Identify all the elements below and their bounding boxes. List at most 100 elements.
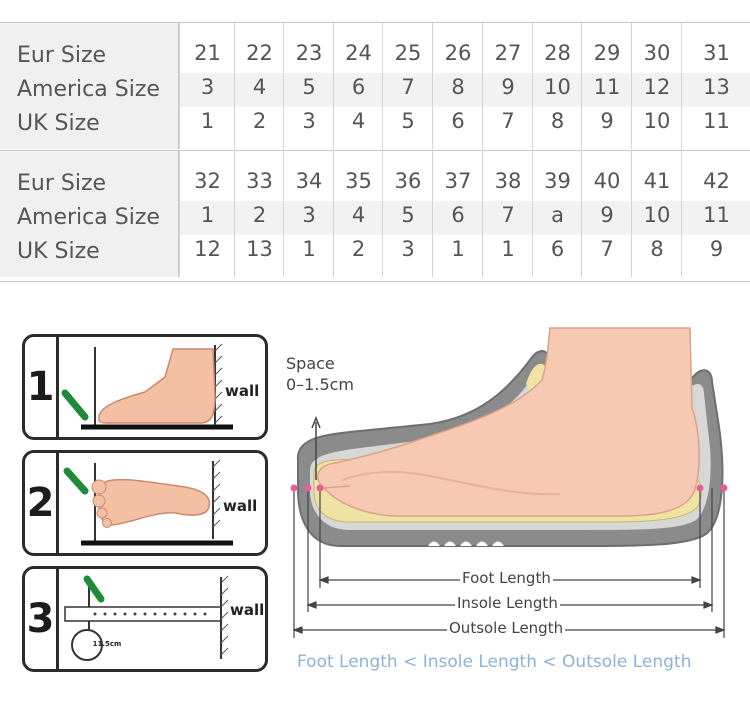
eur-size-cell: 22 bbox=[246, 41, 273, 65]
wall-label: wall bbox=[230, 601, 265, 619]
america-size-cell: 2 bbox=[252, 203, 267, 227]
eur-size-cell: 27 bbox=[494, 41, 522, 65]
uk-size-cell: 9 bbox=[600, 109, 614, 133]
outsole-length-label: Outsole Length bbox=[447, 619, 566, 637]
uk-size-cell: 1 bbox=[200, 109, 215, 133]
shoe-cross-section-diagram bbox=[290, 327, 728, 638]
size-column: 36 5 3 bbox=[382, 151, 433, 277]
eur-size-cell: 41 bbox=[643, 169, 671, 193]
size-column: 24 6 4 bbox=[333, 23, 383, 149]
america-size-cell: 7 bbox=[401, 75, 415, 99]
row-label-column: Eur Size America Size UK Size bbox=[0, 23, 179, 149]
foot-side-illustration bbox=[61, 343, 233, 430]
america-size-cell: 6 bbox=[351, 75, 366, 99]
america-size-cell: 5 bbox=[401, 203, 415, 227]
uk-size-cell: 11 bbox=[703, 109, 730, 133]
row-stripe bbox=[179, 73, 750, 107]
step-number: 2 bbox=[25, 453, 59, 553]
uk-size-label: UK Size bbox=[17, 111, 100, 136]
eur-size-cell: 32 bbox=[194, 169, 221, 193]
measure-step-3: 3 wall 11.5cm bbox=[22, 566, 268, 672]
eur-size-label: Eur Size bbox=[17, 43, 107, 68]
eur-size-cell: 23 bbox=[295, 41, 323, 65]
america-size-cell: 6 bbox=[451, 203, 465, 227]
size-column: 26 8 6 bbox=[432, 23, 483, 149]
eur-size-cell: 28 bbox=[544, 41, 571, 65]
size-column: 21 3 1 bbox=[179, 23, 235, 149]
uk-size-cell: 6 bbox=[451, 109, 465, 133]
ruler-illustration bbox=[64, 575, 229, 661]
wall-label: wall bbox=[223, 497, 258, 515]
america-size-cell: 4 bbox=[252, 75, 267, 99]
foot-length-label: Foot Length bbox=[460, 569, 553, 587]
space-range-label: 0–1.5cm bbox=[286, 375, 355, 394]
size-column: 28 10 8 bbox=[532, 23, 582, 149]
america-size-cell: 3 bbox=[200, 75, 215, 99]
eur-size-cell: 38 bbox=[494, 169, 522, 193]
uk-size-label: UK Size bbox=[17, 239, 100, 264]
uk-size-cell: 8 bbox=[650, 237, 664, 261]
america-size-cell: 11 bbox=[703, 203, 730, 227]
eur-size-cell: 36 bbox=[394, 169, 422, 193]
size-column: 29 11 9 bbox=[581, 23, 632, 149]
america-size-cell: 1 bbox=[200, 203, 215, 227]
uk-size-cell: 2 bbox=[351, 237, 366, 261]
uk-size-cell: 1 bbox=[302, 237, 316, 261]
eur-size-cell: 25 bbox=[394, 41, 422, 65]
uk-size-cell: 7 bbox=[600, 237, 614, 261]
america-size-cell: 7 bbox=[501, 203, 515, 227]
eur-size-cell: 21 bbox=[194, 41, 221, 65]
row-label-column: Eur Size America Size UK Size bbox=[0, 151, 179, 277]
measure-step-1: 1 wall bbox=[22, 334, 268, 440]
america-size-cell: 13 bbox=[703, 75, 730, 99]
size-column: 22 4 2 bbox=[234, 23, 284, 149]
wall-label: wall bbox=[225, 382, 260, 400]
eur-size-cell: 29 bbox=[593, 41, 621, 65]
uk-size-cell: 3 bbox=[401, 237, 415, 261]
size-column: 42 11 9 bbox=[681, 151, 750, 277]
uk-size-cell: 13 bbox=[246, 237, 273, 261]
eur-size-cell: 26 bbox=[444, 41, 472, 65]
insole-length-label: Insole Length bbox=[455, 594, 560, 612]
foot-top-illustration bbox=[63, 459, 233, 546]
america-size-label: America Size bbox=[17, 77, 160, 102]
step-number: 1 bbox=[25, 337, 59, 437]
america-size-cell: 8 bbox=[451, 75, 465, 99]
america-size-cell: 11 bbox=[593, 75, 621, 99]
uk-size-cell: 9 bbox=[709, 237, 724, 261]
measure-step-2: 2 wall bbox=[22, 450, 268, 556]
america-size-cell: 5 bbox=[302, 75, 316, 99]
eur-size-cell: 39 bbox=[544, 169, 571, 193]
eur-size-cell: 31 bbox=[703, 41, 730, 65]
uk-size-cell: 4 bbox=[351, 109, 366, 133]
size-column: 31 13 11 bbox=[681, 23, 750, 149]
eur-size-cell: 24 bbox=[345, 41, 372, 65]
america-size-cell: 10 bbox=[544, 75, 571, 99]
uk-size-cell: 2 bbox=[252, 109, 267, 133]
eur-size-cell: 37 bbox=[444, 169, 472, 193]
america-size-label: America Size bbox=[17, 205, 160, 230]
eur-size-cell: 40 bbox=[593, 169, 621, 193]
uk-size-cell: 8 bbox=[550, 109, 565, 133]
america-size-cell: 12 bbox=[643, 75, 671, 99]
uk-size-cell: 1 bbox=[451, 237, 465, 261]
uk-size-cell: 3 bbox=[302, 109, 316, 133]
space-annotation: Space 0–1.5cm bbox=[286, 353, 354, 395]
ruler-badge-label: 11.5cm bbox=[92, 640, 122, 648]
eur-size-label: Eur Size bbox=[17, 171, 107, 196]
eur-size-cell: 33 bbox=[246, 169, 273, 193]
eur-size-cell: 34 bbox=[295, 169, 323, 193]
eur-size-cell: 42 bbox=[703, 169, 730, 193]
uk-size-cell: 10 bbox=[643, 109, 671, 133]
